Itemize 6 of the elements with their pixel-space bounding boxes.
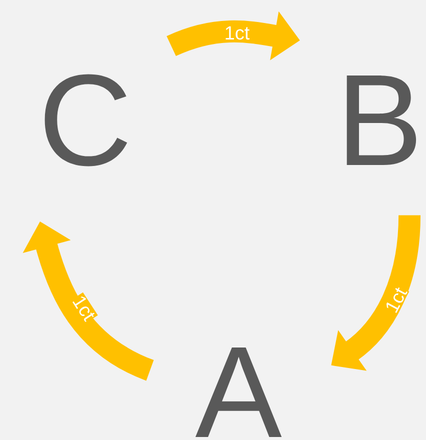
edge-label: 1ct (70, 292, 98, 324)
edge-label: 1ct (382, 284, 410, 316)
letter: B (346, 76, 416, 165)
letter: C (44, 74, 128, 166)
edge-label: 1ct (223, 25, 251, 41)
letter: A (195, 348, 282, 437)
